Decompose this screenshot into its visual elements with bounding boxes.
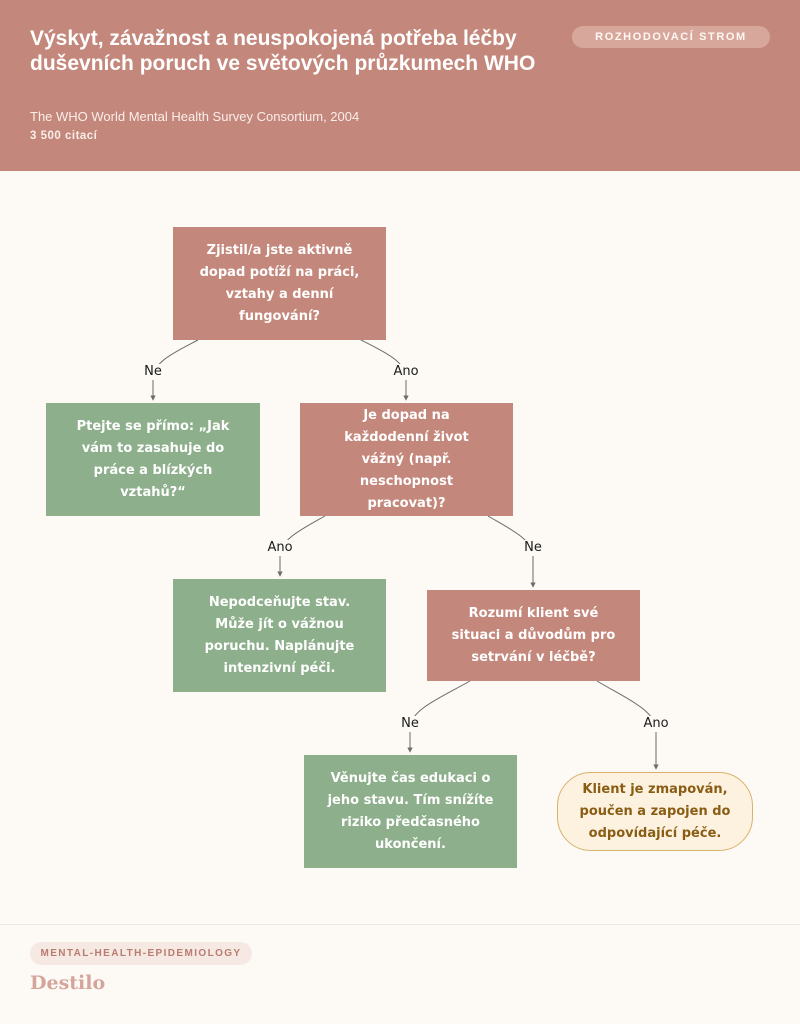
edge-label-q3-yes: Ano <box>642 716 670 732</box>
terminal-node-engaged-text: Klient je zmapován, poučen a zapojen do … <box>579 781 731 841</box>
question-node-impact: Zjistil/a jste aktivně dopad potíží na p… <box>173 227 386 340</box>
brand-logo: Destilo <box>30 972 106 994</box>
action-node-ask-directly: Ptejte se přímo: „Jak vám to zasahuje do… <box>46 403 260 516</box>
edge-label-q2-no: Ne <box>523 540 543 556</box>
footer-divider <box>0 924 800 925</box>
source-subtitle: The WHO World Mental Health Survey Conso… <box>30 109 360 124</box>
question-node-understanding-text: Rozumí klient své situaci a důvodům pro … <box>451 605 616 665</box>
action-node-education: Věnujte čas edukaci o jeho stavu. Tím sn… <box>304 755 517 868</box>
header-banner: Výskyt, závažnost a neuspokojená potřeba… <box>0 0 800 171</box>
question-node-understanding: Rozumí klient své situaci a důvodům pro … <box>427 590 640 681</box>
action-node-intensive-care-text: Nepodceňujte stav. Může jít o vážnou por… <box>204 594 355 676</box>
question-node-severity: Je dopad na každodenní život vážný (např… <box>300 403 513 516</box>
edge-label-q1-no: Ne <box>143 364 163 380</box>
action-node-ask-directly-text: Ptejte se přímo: „Jak vám to zasahuje do… <box>76 418 230 500</box>
question-node-impact-text: Zjistil/a jste aktivně dopad potíží na p… <box>199 242 360 324</box>
action-node-intensive-care: Nepodceňujte stav. Může jít o vážnou por… <box>173 579 386 692</box>
citation-count: 3 500 citací <box>30 130 98 142</box>
page-title: Výskyt, závažnost a neuspokojená potřeba… <box>30 27 536 75</box>
terminal-node-engaged: Klient je zmapován, poučen a zapojen do … <box>557 772 753 851</box>
edge-label-q2-yes: Ano <box>266 540 294 556</box>
action-node-education-text: Věnujte čas edukaci o jeho stavu. Tím sn… <box>327 770 494 852</box>
question-node-severity-text: Je dopad na každodenní život vážný (např… <box>344 407 469 511</box>
topic-tag[interactable]: MENTAL-HEALTH-EPIDEMIOLOGY <box>30 942 252 965</box>
diagram-type-badge: ROZHODOVACÍ STROM <box>572 26 770 48</box>
edge-label-q3-no: Ne <box>400 716 420 732</box>
edge-label-q1-yes: Ano <box>392 364 420 380</box>
